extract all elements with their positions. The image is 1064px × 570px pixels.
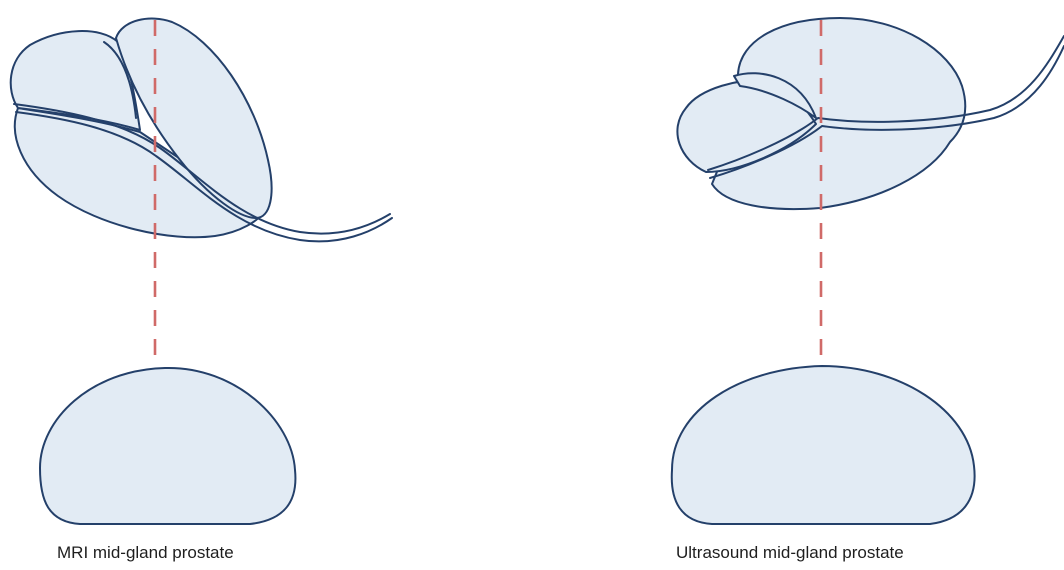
ultrasound-caption: Ultrasound mid-gland prostate	[676, 543, 904, 563]
ultrasound-panel	[672, 18, 1064, 524]
us-cross-section	[672, 366, 975, 524]
mri-panel	[11, 19, 392, 524]
mri-caption: MRI mid-gland prostate	[57, 543, 234, 563]
mri-cross-section	[40, 368, 295, 524]
